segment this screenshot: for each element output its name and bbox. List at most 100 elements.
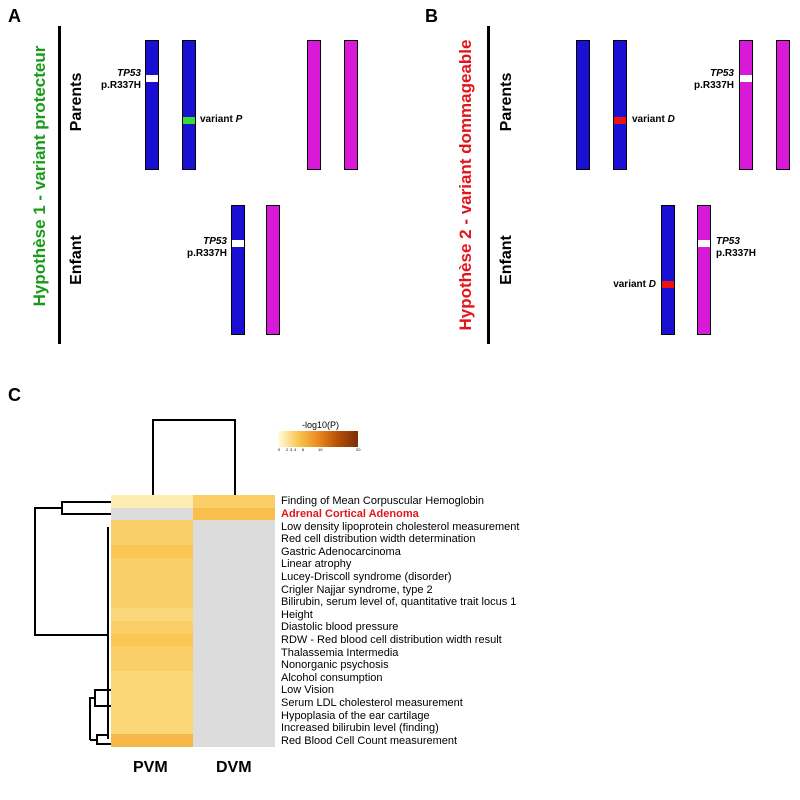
heatmap-cell <box>193 608 275 622</box>
heatmap-cell <box>111 696 193 710</box>
heatmap-cell <box>193 545 275 559</box>
heatmap-cell <box>193 721 275 735</box>
row-term-label: Diastolic blood pressure <box>281 621 399 634</box>
heatmap-cell <box>111 583 193 597</box>
legend-gradient <box>278 431 358 447</box>
heatmap-cell <box>193 646 275 660</box>
heatmap-cell <box>111 532 193 546</box>
row-term-label: Red cell distribution width determinatio… <box>281 533 476 546</box>
heatmap-cell <box>111 558 193 571</box>
heatmap-cell <box>193 507 275 521</box>
heatmap-cell <box>111 734 193 748</box>
tp53-band <box>146 75 158 82</box>
row-term-label: Lucey-Driscoll syndrome (disorder) <box>281 570 452 583</box>
heatmap-cell <box>193 684 275 697</box>
damaging-variant-band <box>614 117 626 124</box>
heatmap-cell <box>111 721 193 735</box>
row-term-label: Height <box>281 608 313 621</box>
panel-letter-a: A <box>8 6 21 26</box>
legend-tick-label: 10 <box>318 447 323 452</box>
column-label-pvm: PVM <box>133 759 168 776</box>
column-label-dvm: DVM <box>216 759 252 776</box>
chromosome-a-mother-2 <box>344 40 358 170</box>
heatmap-cell <box>193 621 275 634</box>
heatmap-cell <box>111 545 193 559</box>
damaging-variant-band <box>662 281 674 288</box>
tp53-band <box>232 240 244 247</box>
row-term-label: Low density lipoprotein cholesterol meas… <box>281 520 520 533</box>
heatmap-cell <box>111 608 193 622</box>
heatmap-cell <box>193 658 275 672</box>
legend-tick-label: 0 <box>278 447 281 452</box>
row-term-label: Linear atrophy <box>281 558 352 571</box>
chromosome-b-child-maternal <box>697 205 711 335</box>
row-term-label: Serum LDL cholesterol measurement <box>281 696 463 709</box>
heatmap-cell <box>193 633 275 647</box>
heatmap-cell <box>193 495 275 508</box>
row-term-label: RDW - Red blood cell distribution width … <box>281 633 502 646</box>
chromosome-b-father-2 <box>613 40 627 170</box>
panel-a-axis-line <box>58 26 61 344</box>
row-term-label: Nonorganic psychosis <box>281 659 389 672</box>
row-term-label: Gastric Adenocarcinoma <box>281 545 401 558</box>
row-term-label: Bilirubin, serum level of, quantitative … <box>281 596 517 609</box>
chromosome-a-mother-1 <box>307 40 321 170</box>
label-b-variant-d-child: variant D <box>613 279 656 290</box>
heatmap-cell <box>193 595 275 609</box>
chromosome-a-father-2 <box>182 40 196 170</box>
legend-tick-label: 3 <box>290 447 293 452</box>
legend-tick-label: 4 <box>294 447 297 452</box>
heatmap-cell <box>193 583 275 597</box>
legend-tick-label: 2 <box>286 447 289 452</box>
legend-tick-label: 20 <box>356 447 361 452</box>
chromosome-b-child-paternal <box>661 205 675 335</box>
heatmap-cell <box>193 709 275 723</box>
panel-b-axis-line <box>487 26 490 344</box>
heatmap-cell <box>193 520 275 534</box>
heatmap-cell <box>111 633 193 647</box>
heatmap-cell <box>193 570 275 584</box>
chromosome-a-child-paternal <box>231 205 245 335</box>
row-term-label: Red Blood Cell Count measurement <box>281 734 458 747</box>
row-term-label: Crigler Najjar syndrome, type 2 <box>281 583 433 596</box>
row-term-label: Alcohol consumption <box>281 671 383 684</box>
chromosome-a-father-1 <box>145 40 159 170</box>
heatmap-cell <box>193 532 275 546</box>
heatmap-cell <box>111 684 193 697</box>
heatmap-cell <box>193 558 275 571</box>
heatmap-cell <box>111 520 193 534</box>
heatmap-cell <box>111 709 193 723</box>
label-a-variant-p: variant P <box>200 114 243 125</box>
heatmap-cell <box>193 734 275 748</box>
row-term-label: Adrenal Cortical Adenoma <box>281 507 419 520</box>
row-term-label: Thalassemia Intermedia <box>281 646 399 659</box>
protective-variant-band <box>183 117 195 124</box>
row-term-label: Hypoplasia of the ear cartilage <box>281 709 430 722</box>
legend-title: -log10(P) <box>302 420 340 430</box>
row-term-label: Finding of Mean Corpuscular Hemoglobin <box>281 495 484 508</box>
heatmap-cell <box>111 658 193 672</box>
row-term-label: Increased bilirubin level (finding) <box>281 722 439 735</box>
heatmap-cell <box>111 671 193 685</box>
heatmap-cell <box>111 595 193 609</box>
heatmap-cell <box>111 646 193 660</box>
heatmap-cell <box>193 696 275 710</box>
chromosome-b-mother-1 <box>739 40 753 170</box>
heatmap-cell <box>111 495 193 508</box>
row-term-label: Low Vision <box>281 684 334 697</box>
heatmap-cell <box>193 671 275 685</box>
tp53-band <box>698 240 710 247</box>
chromosome-b-father-1 <box>576 40 590 170</box>
chromosome-a-child-maternal <box>266 205 280 335</box>
heatmap-cell <box>111 570 193 584</box>
tp53-band <box>740 75 752 82</box>
heatmap-cell <box>111 621 193 634</box>
